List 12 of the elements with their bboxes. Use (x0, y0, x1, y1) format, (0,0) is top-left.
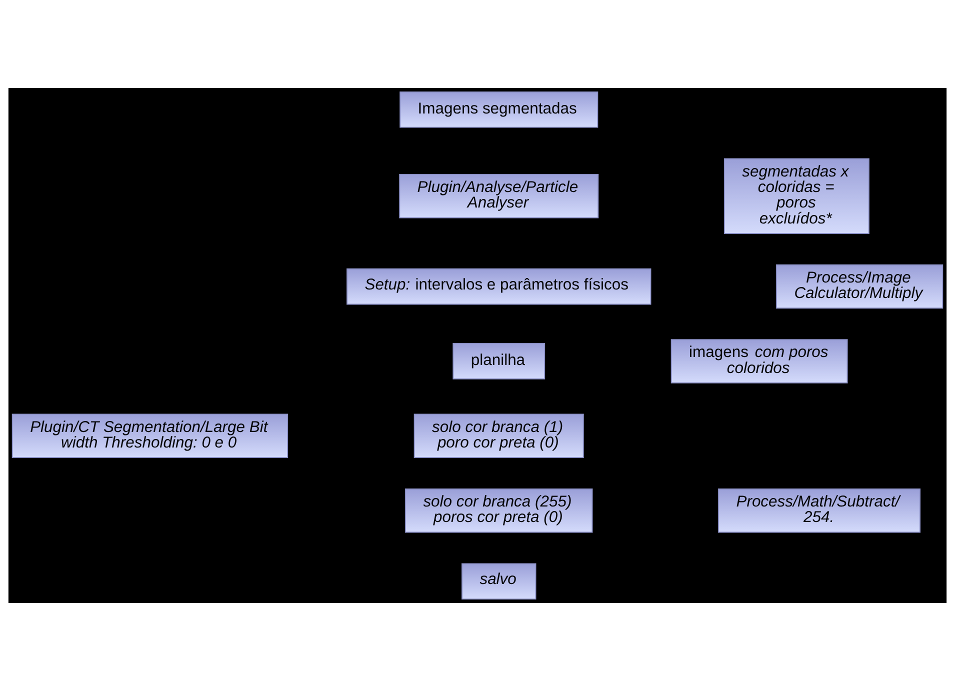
node-box: solo cor branca (1) poro cor preta (0) (414, 413, 584, 458)
node-box: salvo (462, 562, 536, 600)
node-box: solo cor branca (255) poros cor preta (0) (405, 488, 593, 532)
node-box: planilha (452, 342, 546, 379)
node-box: Plugin/Analyse/Particle Analyser (399, 174, 599, 218)
node-box: Imagens segmentadas (400, 90, 598, 128)
node-box: Process/Math/Subtract/ 254. (718, 488, 920, 532)
node-box: imagens com poros coloridos (670, 338, 848, 383)
node-box: Process/Image Calculator/Multiply (776, 264, 944, 308)
node-box: Setup: intervalos e parâmetros físicos (346, 268, 652, 304)
node-box: segmentadas x coloridas = poros excluídos* (724, 158, 870, 234)
node-box: Plugin/CT Segmentation/Large Bit width Thresholding: 0 e 0 (12, 413, 288, 458)
